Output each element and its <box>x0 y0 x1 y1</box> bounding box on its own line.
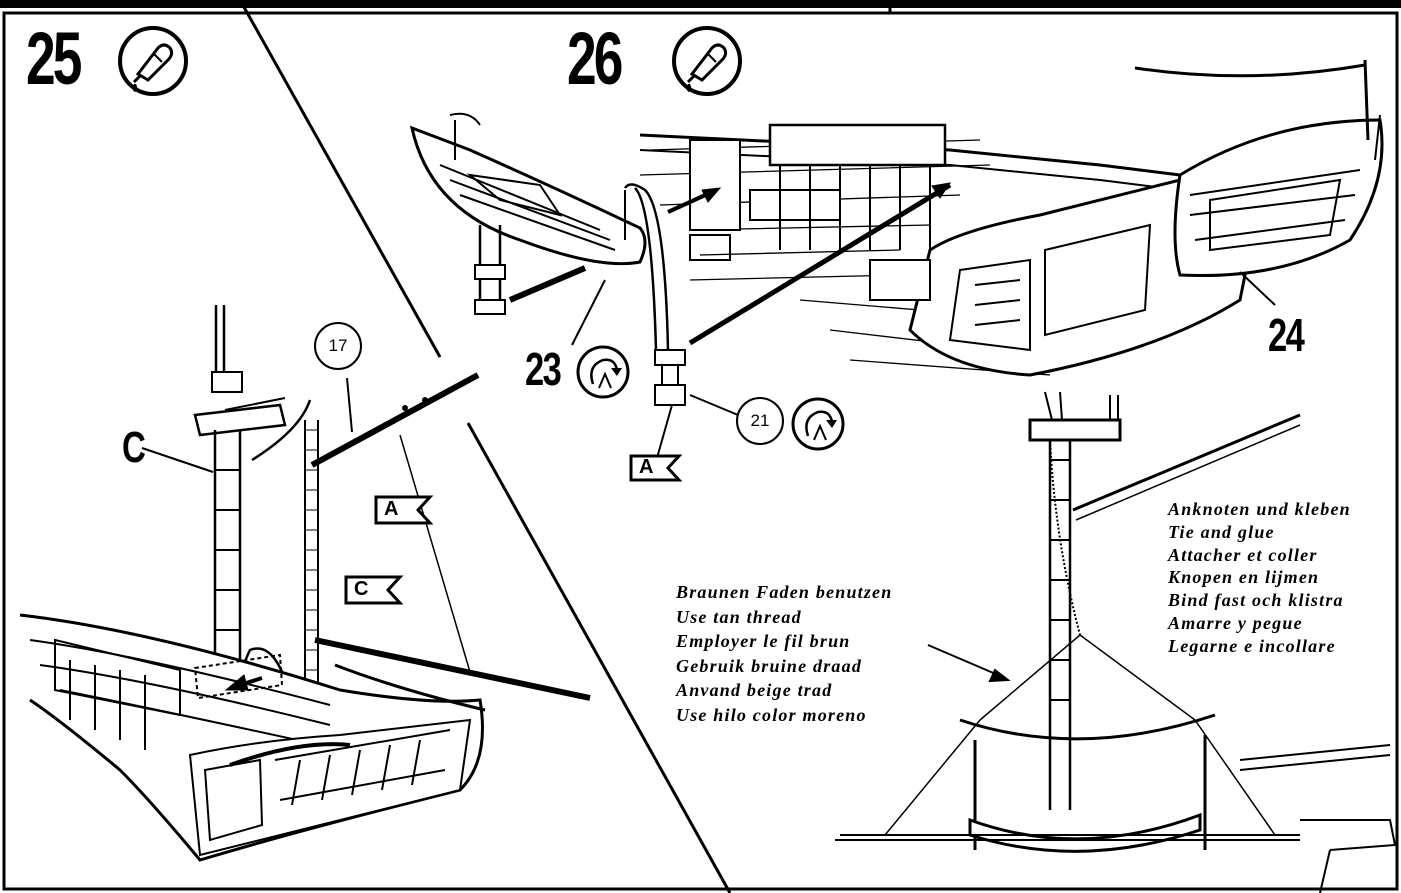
thread-instruction-en: Use tan thread <box>676 606 802 627</box>
divider-upper <box>238 0 442 358</box>
hull-lower-drawing <box>19 305 486 862</box>
flag-c-step25: C <box>354 578 369 600</box>
hull-upper-drawing <box>409 59 1384 406</box>
part-23-label: 23 <box>525 343 562 395</box>
rotate-arrow-icon <box>576 345 630 399</box>
flag-a-step25: A <box>384 498 399 520</box>
divider-lower <box>466 422 732 893</box>
flag-marker-icon <box>344 575 404 605</box>
glue-tube-icon <box>672 26 742 96</box>
tie-instruction-de: Anknoten und kleben <box>1168 499 1351 519</box>
part-21-callout: 21 <box>736 397 784 445</box>
step-25-number: 25 <box>26 17 82 100</box>
tie-instruction-en: Tie and glue <box>1168 521 1275 542</box>
thread-instruction-de: Braunen Faden benutzen <box>676 582 893 602</box>
mast-c-label: C <box>122 423 146 472</box>
tie-instruction-es: Amarre y pegue <box>1168 612 1303 633</box>
step-26-number: 26 <box>567 17 623 100</box>
tie-glue-instructions: Anknoten und kleben Tie and glue Attache… <box>1168 498 1351 658</box>
assembly-arrows-step26 <box>508 182 1276 466</box>
flag-marker-icon <box>374 495 434 525</box>
thread-instruction-nl: Gebruik bruine draad <box>676 655 863 676</box>
thread-instruction-fr: Employer le fil brun <box>676 631 851 651</box>
flag-a-step26: A <box>639 456 654 478</box>
thread-instruction-sv: Anvand beige trad <box>676 680 833 700</box>
tie-instruction-fr: Attacher et coller <box>1168 544 1318 565</box>
tie-instruction-it: Legarne e incollare <box>1168 635 1336 656</box>
glue-tube-icon <box>118 26 188 96</box>
tie-instruction-sv: Bind fast och klistra <box>1168 590 1344 611</box>
davit-detail-drawing <box>835 391 1397 893</box>
rotate-arrow-icon <box>791 397 845 451</box>
part-17-callout: 17 <box>314 322 362 370</box>
page-frame <box>2 11 1399 891</box>
assembly-arrows-step25 <box>141 372 591 701</box>
thread-instructions: Braunen Faden benutzen Use tan thread Em… <box>676 580 892 727</box>
part-24-label: 24 <box>1268 309 1305 361</box>
tie-instruction-nl: Knopen en lijmen <box>1168 567 1320 588</box>
thread-instruction-es: Use hilo color moreno <box>676 704 867 725</box>
flag-marker-icon <box>629 454 683 482</box>
